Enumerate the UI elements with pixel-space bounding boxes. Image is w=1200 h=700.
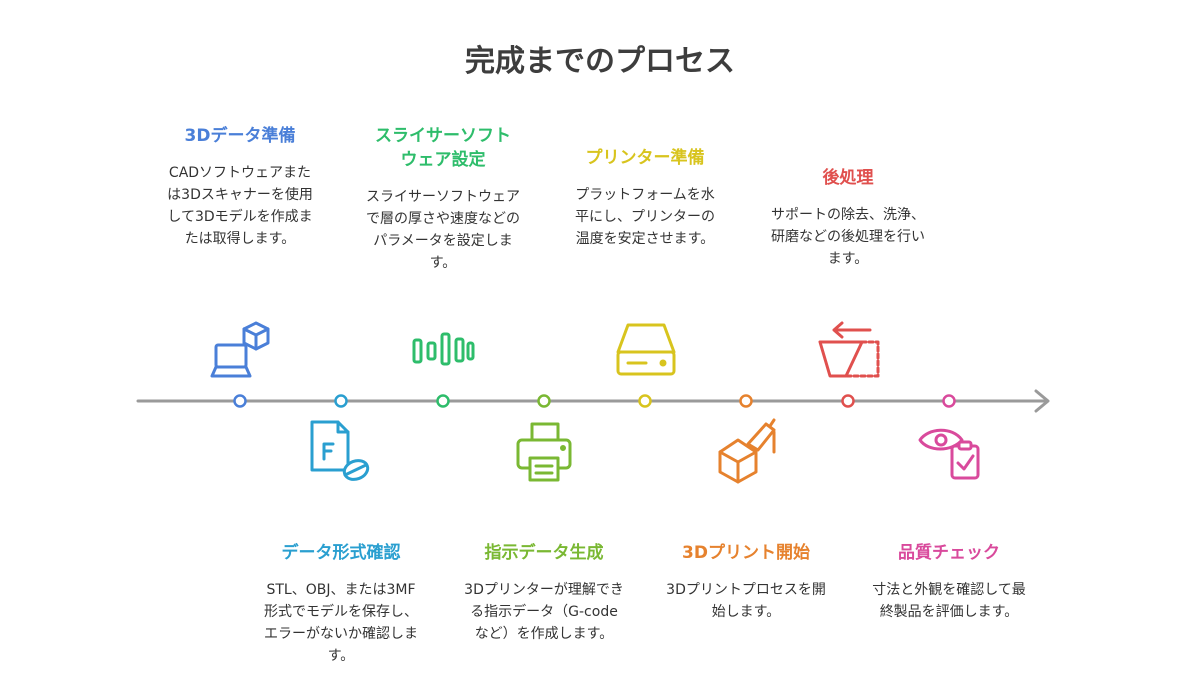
printer-icon bbox=[516, 422, 572, 482]
step-3-desc: スライサーソフトウェアで層の厚さや速度などのパラメータを設定します。 bbox=[366, 189, 520, 271]
file-check-icon bbox=[310, 420, 370, 481]
step-3: スライサーソフトウェア設定 スライサーソフトウェアで層の厚さや速度などのパラメー… bbox=[348, 124, 538, 274]
eye-clipboard-icon bbox=[918, 428, 980, 480]
step-1-title: 3Dデータ準備 bbox=[184, 126, 296, 146]
step-8-title: 品質チェック bbox=[898, 543, 1000, 563]
step-1: 3Dデータ準備 CADソフトウェアまたは3Dスキャナーを使用して3Dモデルを作成… bbox=[145, 124, 335, 250]
step-6-desc: 3Dプリントプロセスを開始します。 bbox=[666, 582, 826, 620]
step-7-desc: サポートの除去、洗浄、研磨などの後処理を行います。 bbox=[771, 207, 925, 267]
step-8-desc: 寸法と外観を確認して最終製品を評価します。 bbox=[872, 582, 1026, 620]
node-step-1 bbox=[233, 394, 247, 408]
box-print-icon bbox=[718, 418, 776, 484]
page-title: 完成までのプロセス bbox=[465, 44, 735, 79]
slider-bars-icon bbox=[412, 332, 475, 366]
step-5: プリンター準備 プラットフォームを水平にし、プリンターの温度を安定させます。 bbox=[550, 146, 740, 250]
step-4: 指示データ生成 3Dプリンターが理解できる指示データ（G-codeなど）を作成し… bbox=[449, 541, 639, 645]
step-2-desc: STL、OBJ、または3MF形式でモデルを保存し、エラーがないか確認します。 bbox=[264, 582, 418, 664]
node-step-6 bbox=[739, 394, 753, 408]
node-step-2 bbox=[334, 394, 348, 408]
step-5-desc: プラットフォームを水平にし、プリンターの温度を安定させます。 bbox=[575, 187, 715, 247]
step-6-title: 3Dプリント開始 bbox=[682, 543, 810, 563]
step-4-title: 指示データ生成 bbox=[484, 543, 604, 563]
timeline-arrowhead bbox=[1034, 389, 1050, 413]
step-6: 3Dプリント開始 3Dプリントプロセスを開始します。 bbox=[651, 541, 841, 623]
step-4-desc: 3Dプリンターが理解できる指示データ（G-codeなど）を作成します。 bbox=[464, 582, 624, 642]
step-1-desc: CADソフトウェアまたは3Dスキャナーを使用して3Dモデルを作成または取得します… bbox=[167, 165, 313, 247]
step-3-title: スライサーソフトウェア設定 bbox=[375, 126, 511, 170]
hard-drive-icon bbox=[616, 323, 676, 376]
step-2: データ形式確認 STL、OBJ、または3MF形式でモデルを保存し、エラーがないか… bbox=[246, 541, 436, 667]
step-7: 後処理 サポートの除去、洗浄、研磨などの後処理を行います。 bbox=[753, 166, 943, 270]
laptop-cube-icon bbox=[210, 321, 270, 378]
step-5-title: プリンター準備 bbox=[585, 148, 705, 168]
step-8: 品質チェック 寸法と外観を確認して最終製品を評価します。 bbox=[854, 541, 1044, 623]
node-step-3 bbox=[436, 394, 450, 408]
step-2-title: データ形式確認 bbox=[281, 543, 401, 563]
node-step-5 bbox=[638, 394, 652, 408]
node-step-4 bbox=[537, 394, 551, 408]
node-step-8 bbox=[942, 394, 956, 408]
node-step-7 bbox=[841, 394, 855, 408]
post-process-icon bbox=[818, 321, 880, 378]
step-7-title: 後処理 bbox=[822, 168, 874, 188]
